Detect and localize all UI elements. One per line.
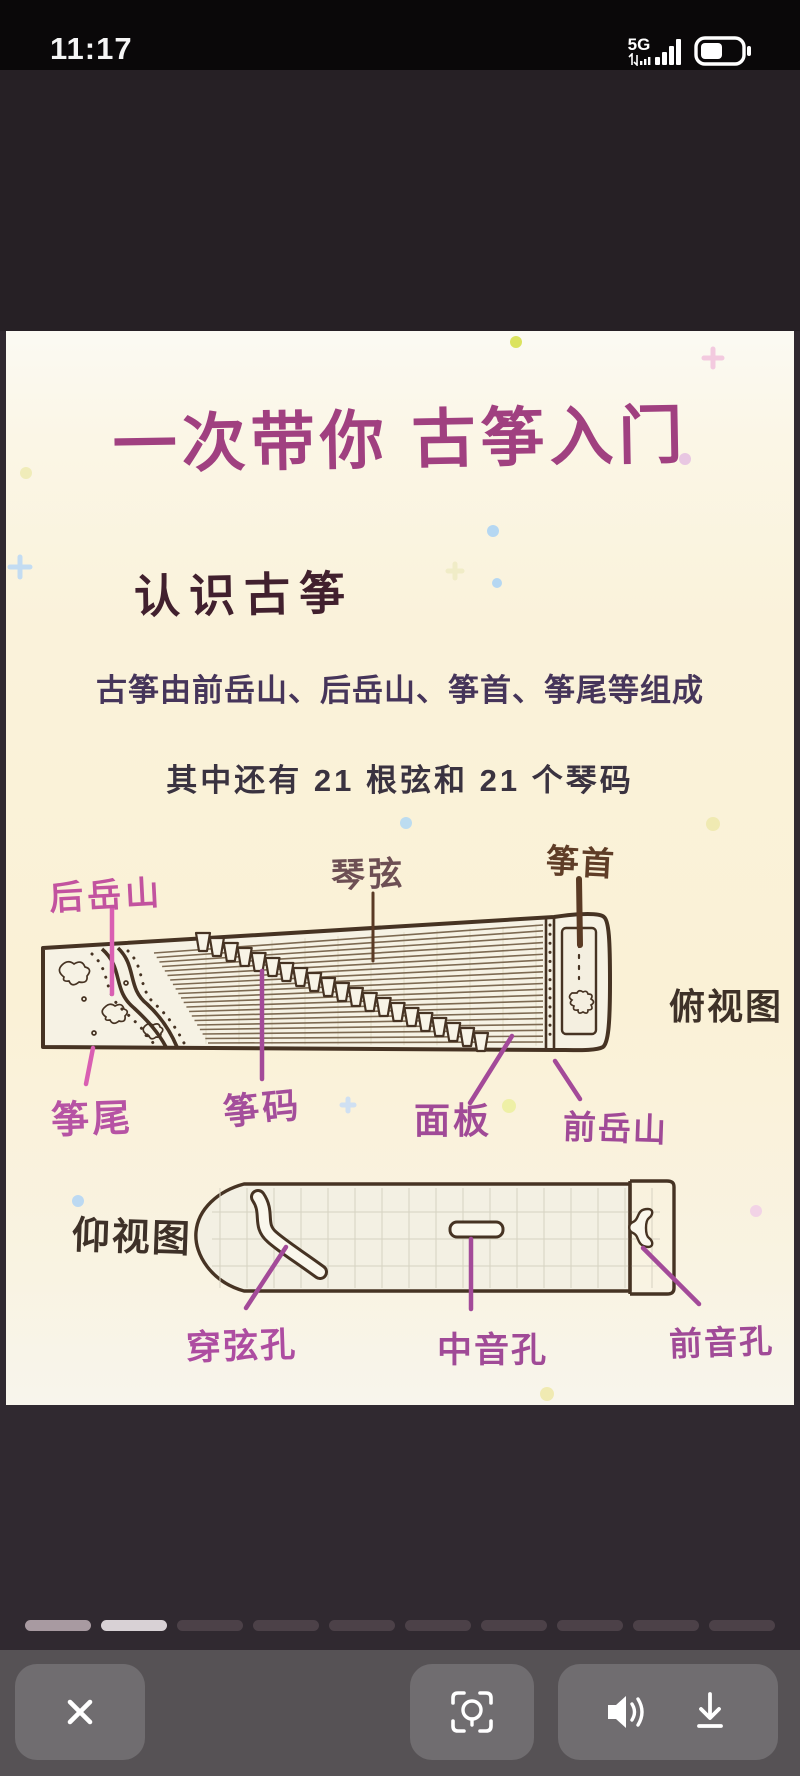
- battery-icon: [694, 36, 751, 66]
- page-indicator-segment: [253, 1620, 319, 1631]
- count-text: 其中还有 21 根弦和 21 个琴码: [166, 763, 634, 798]
- bottom-toolbar: [0, 1650, 800, 1776]
- signal-bars-icon: [655, 39, 681, 65]
- label-zhong-yin-kong: 中音孔: [437, 1331, 549, 1370]
- download-icon: [697, 1692, 723, 1728]
- clock: 11:17: [50, 31, 133, 66]
- secondary-signal-icon: [628, 53, 651, 66]
- close-button[interactable]: [15, 1664, 145, 1760]
- label-zheng-shou: 筝首: [544, 842, 617, 883]
- label-hou-yue-shan: 后岳山: [48, 874, 165, 918]
- label-zheng-wei: 筝尾: [50, 1097, 134, 1143]
- status-bar: 11:17 5G: [0, 0, 800, 70]
- tail-floral-decor: [58, 960, 164, 1040]
- letterbox-top: [0, 70, 800, 331]
- page-indicator-segment: [101, 1620, 167, 1631]
- label-qin-xian: 琴弦: [330, 854, 406, 896]
- page-indicator-segment: [481, 1620, 547, 1631]
- page-indicator-segment: [633, 1620, 699, 1631]
- page-indicator-segment: [709, 1620, 775, 1631]
- page-indicator-segment: [405, 1620, 471, 1631]
- download-button[interactable]: [686, 1688, 734, 1736]
- speaker-icon: [608, 1696, 644, 1728]
- status-icons: 5G: [627, 30, 752, 66]
- label-qian-yue-shan: 前岳山: [562, 1108, 669, 1149]
- label-zheng-ma: 筝码: [221, 1084, 304, 1133]
- label-qian-yin-kong: 前音孔: [668, 1322, 775, 1363]
- intro-text: 古筝由前岳山、后岳山、筝首、筝尾等组成: [96, 673, 704, 708]
- caption-top-view: 俯视图: [669, 986, 784, 1027]
- page-indicator-segment: [25, 1620, 91, 1631]
- image-search-icon: [451, 1691, 493, 1733]
- media-actions-button: [558, 1664, 778, 1760]
- label-chuan-xian-kong: 穿弦孔: [185, 1325, 298, 1368]
- guzheng-diagram: [7, 336, 762, 1401]
- image-search-button[interactable]: [410, 1664, 534, 1760]
- caption-bottom-view: 仰视图: [71, 1214, 193, 1262]
- page-indicator-segment: [177, 1620, 243, 1631]
- page-indicator-segment: [557, 1620, 623, 1631]
- carousel-page-indicator: [25, 1620, 785, 1632]
- photo-image[interactable]: 一次带你 古筝入门 认识古筝 古筝由前岳山、后岳山、筝首、筝尾等组成 其中还有 …: [6, 331, 794, 1405]
- close-icon: [67, 1699, 93, 1725]
- page-indicator-segment: [329, 1620, 395, 1631]
- speaker-button[interactable]: [602, 1689, 652, 1735]
- network-type-label: 5G: [627, 35, 651, 54]
- label-mian-ban: 面板: [414, 1100, 493, 1141]
